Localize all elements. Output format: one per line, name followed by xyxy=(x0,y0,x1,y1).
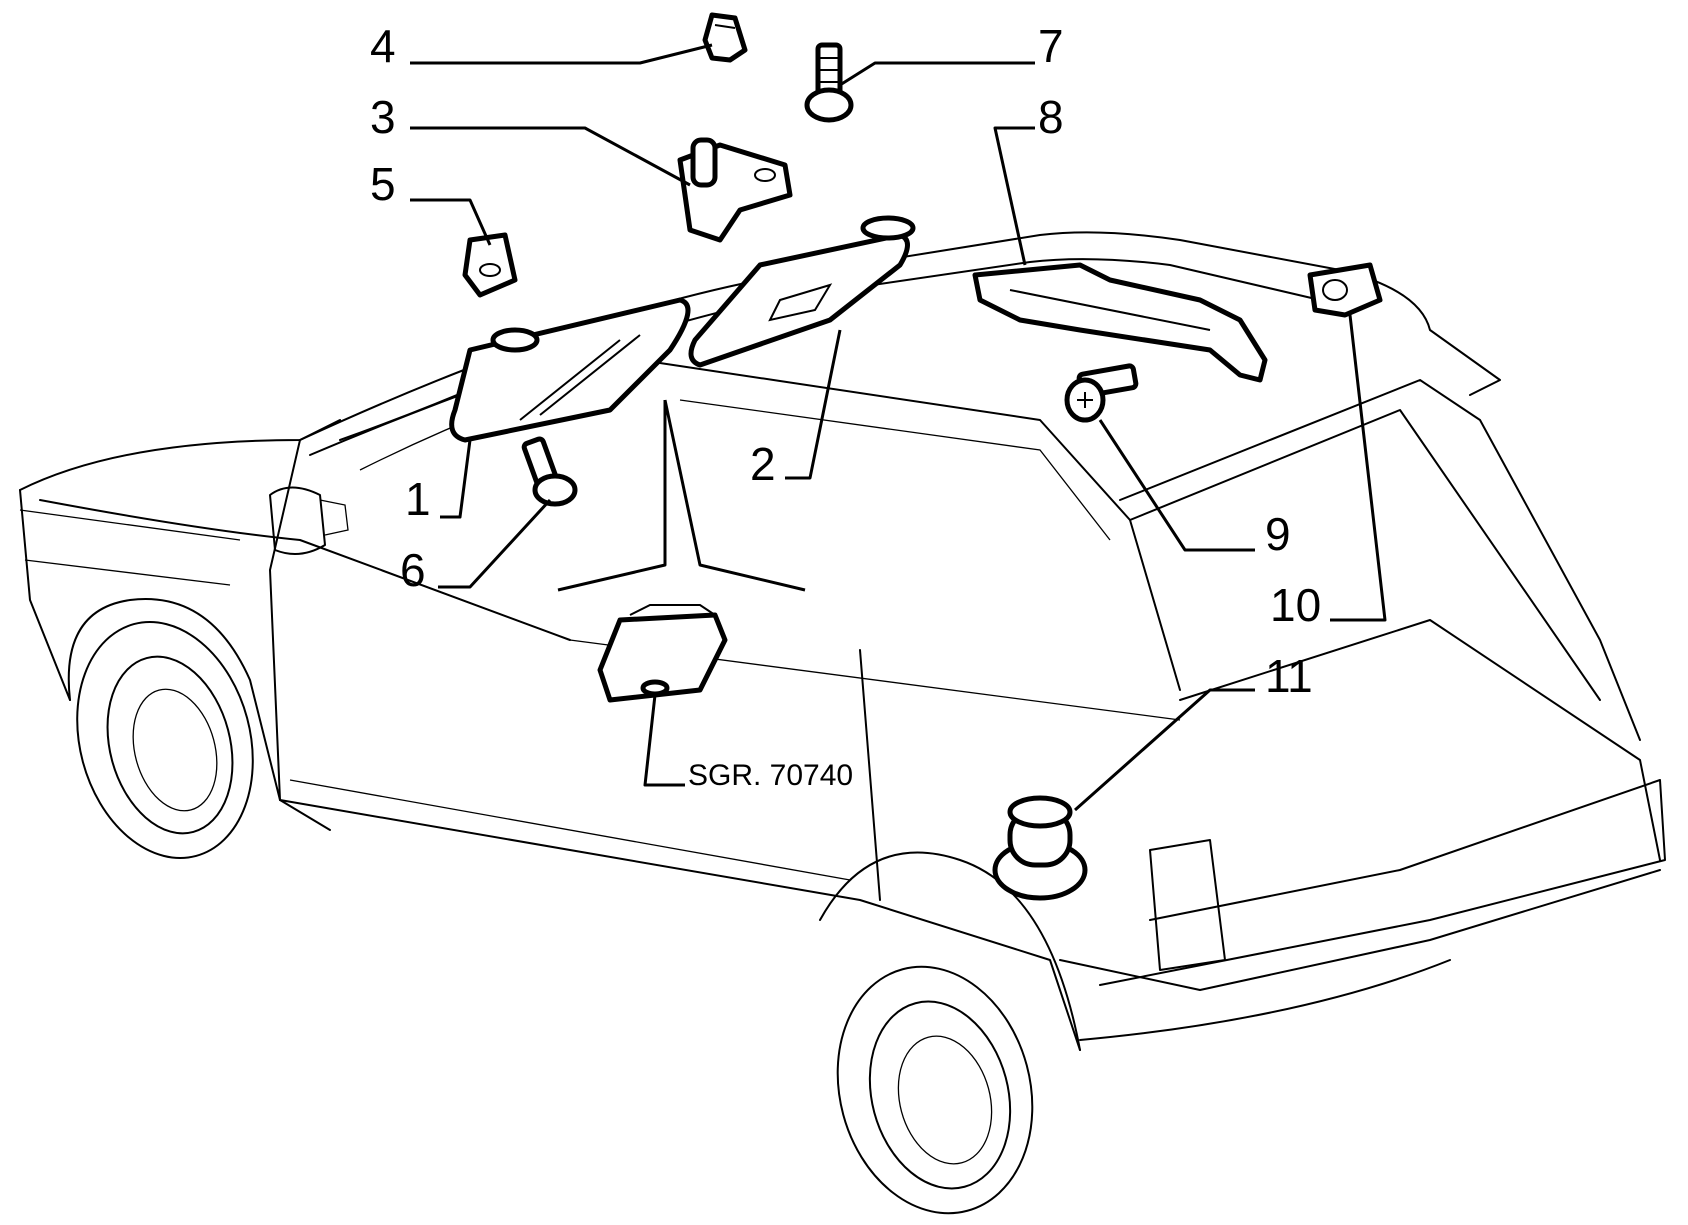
callout-1: 1 xyxy=(405,473,431,525)
callout-11: 11 xyxy=(1265,650,1313,702)
callout-6: 6 xyxy=(400,544,426,596)
part-screw-6 xyxy=(521,436,578,507)
callout-10: 10 xyxy=(1270,579,1321,631)
reference-label: SGR. 70740 xyxy=(688,759,853,792)
callout-8: 8 xyxy=(1038,91,1064,143)
part-bracket-3 xyxy=(677,137,793,243)
part-clip-nut-10 xyxy=(1307,262,1383,318)
car-body-outline xyxy=(19,231,1666,1215)
part-clip-nut-5 xyxy=(462,232,518,298)
callout-9: 9 xyxy=(1265,508,1291,560)
part-screw-7 xyxy=(804,42,854,123)
part-dome-light xyxy=(597,604,728,703)
leader-lines xyxy=(410,43,1387,812)
part-screw-9 xyxy=(1064,363,1139,423)
part-grab-handle-8 xyxy=(972,262,1268,383)
part-sun-visor-2 xyxy=(688,215,916,368)
callout-5: 5 xyxy=(370,158,396,210)
part-plug-11 xyxy=(992,795,1088,901)
part-clip-4 xyxy=(702,12,748,63)
callout-4: 4 xyxy=(370,20,396,72)
callout-3: 3 xyxy=(370,91,396,143)
callout-7: 7 xyxy=(1038,20,1064,72)
part-sun-visor-1 xyxy=(449,297,691,443)
callout-2: 2 xyxy=(750,438,776,490)
